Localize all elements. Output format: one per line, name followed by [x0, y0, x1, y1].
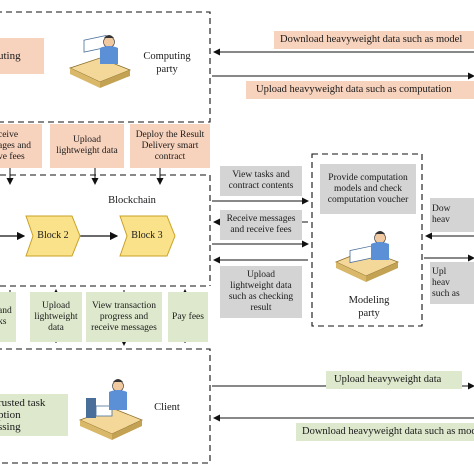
block-2-label: Block 2: [37, 230, 69, 241]
client-pay-fees-box: Pay fees: [168, 292, 208, 342]
block-2-shape: [25, 215, 81, 257]
client-view-progress-box: View transaction progress and receive me…: [86, 292, 162, 342]
blockchain-label: Blockchain: [108, 195, 156, 206]
computing-party-label: Computing party: [143, 51, 191, 75]
modeling-region: [311, 153, 423, 327]
provide-models-box: Provide computation models and check com…: [320, 164, 416, 214]
computing-upload-lightweight-box: Upload lightweight data: [50, 124, 124, 168]
top-download-banner: Download heavyweight data such as model: [274, 31, 474, 49]
computing-receive-fees-box: ceive ages and ve fees: [0, 124, 42, 168]
computing-person-icon: [68, 34, 132, 88]
receive-messages-box: Receive messages and receive fees: [220, 210, 302, 240]
block-3-label: Block 3: [131, 230, 163, 241]
block-3-shape: [119, 215, 176, 257]
right-upload-box: Upl heav such as: [430, 262, 474, 304]
client-region: [0, 348, 211, 464]
upload-checking-result-box: Upload lightweight data such as checking…: [220, 266, 302, 318]
bottom-download-banner: Download heavyweight data such as mod: [296, 423, 474, 441]
modeling-party-label: Modeling party: [348, 295, 390, 319]
client-left-partial-box: and ks: [0, 292, 16, 342]
computing-region: [0, 11, 211, 123]
bottom-upload-banner: Upload heavyweight data: [326, 371, 462, 389]
modeling-person-icon: [334, 231, 400, 282]
computing-deploy-contract-box: Deploy the Result Delivery smart contrac…: [130, 124, 210, 168]
right-download-box: Dow heav: [430, 198, 474, 232]
top-upload-banner: Upload heavyweight data such as computat…: [246, 81, 474, 99]
client-label: Client: [154, 402, 180, 413]
client-person-icon: [78, 379, 144, 440]
computing-side-box-text: uting: [0, 49, 21, 62]
computing-side-box: uting: [0, 38, 44, 74]
client-upload-lightweight-box: Upload lightweight data: [30, 292, 82, 342]
client-trusted-task-box: rusted task ption ssing: [0, 394, 68, 436]
view-tasks-box: View tasks and contract contents: [220, 166, 302, 196]
